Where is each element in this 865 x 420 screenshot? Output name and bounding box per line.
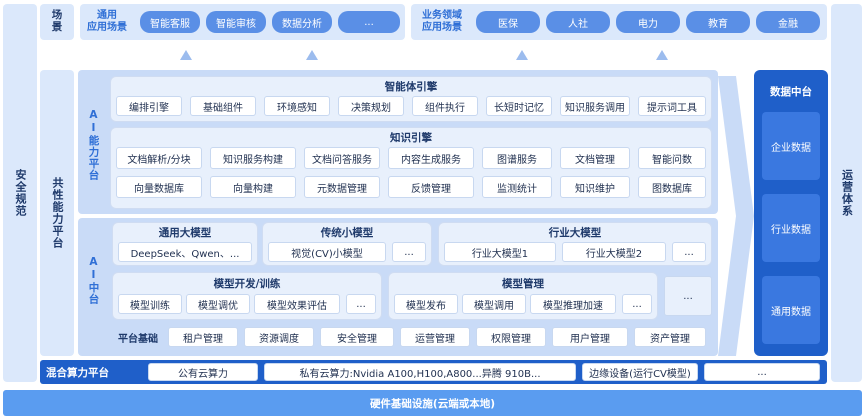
model-dev-title: 模型开发/训练: [213, 278, 281, 290]
compute-more[interactable]: ...: [704, 363, 820, 381]
industry-model-item[interactable]: 行业大模型2: [562, 242, 666, 262]
arrow-up-icon: [306, 50, 318, 60]
scene-item-power[interactable]: 电力: [616, 11, 680, 33]
general-model-item[interactable]: DeepSeek、Qwen、...: [118, 242, 252, 262]
agent-item[interactable]: 长短时记忆: [486, 96, 552, 116]
shared-platform-panel: [40, 70, 74, 356]
compute-item[interactable]: 私有云算力:Nvidia A100,H100,A800...异腾 910B...: [264, 363, 576, 381]
data-center-enterprise[interactable]: 企业数据: [762, 112, 820, 180]
small-model-more[interactable]: ...: [392, 242, 426, 262]
scene-item-social-security[interactable]: 人社: [546, 11, 610, 33]
model-dev-item[interactable]: 模型调优: [186, 294, 250, 314]
knowledge-item[interactable]: 智能问数: [638, 147, 706, 169]
agent-item[interactable]: 环境感知: [264, 96, 330, 116]
arrow-up-icon: [656, 50, 668, 60]
platform-base-item[interactable]: 安全管理: [320, 327, 394, 347]
hardware-bar: 硬件基础设施(云端或本地): [3, 390, 862, 416]
industry-scene-label: 业务领域 应用场景: [422, 10, 462, 33]
industry-model-more[interactable]: ...: [672, 242, 706, 262]
operations-panel: [831, 4, 862, 382]
knowledge-item[interactable]: 文档解析/分块: [116, 147, 202, 169]
knowledge-item[interactable]: 知识服务构建: [210, 147, 296, 169]
compute-item[interactable]: 公有云算力: [148, 363, 258, 381]
agent-engine-title: 智能体引擎: [384, 81, 438, 93]
platform-base-label: 平台基础: [118, 333, 158, 345]
security-label: 安全规范: [14, 169, 27, 217]
knowledge-item[interactable]: 图数据库: [638, 176, 706, 198]
model-mgmt-item[interactable]: 模型推理加速: [530, 294, 616, 314]
scene-item-smart-audit[interactable]: 智能审核: [206, 11, 266, 33]
model-mgmt-title: 模型管理: [502, 278, 544, 290]
knowledge-item[interactable]: 知识维护: [560, 176, 630, 198]
scene-item-data-analysis[interactable]: 数据分析: [272, 11, 332, 33]
platform-base-item[interactable]: 权限管理: [476, 327, 546, 347]
scene-item-education[interactable]: 教育: [686, 11, 750, 33]
industry-model-title: 行业大模型: [548, 227, 602, 239]
platform-base-item[interactable]: 租户管理: [168, 327, 238, 347]
agent-item[interactable]: 基础组件: [190, 96, 256, 116]
ai-center-label: AI中台: [87, 255, 100, 305]
knowledge-item[interactable]: 向量数据库: [116, 176, 202, 198]
general-model-title: 通用大模型: [158, 227, 212, 239]
knowledge-item[interactable]: 元数据管理: [304, 176, 380, 198]
agent-item[interactable]: 提示词工具: [638, 96, 706, 116]
knowledge-engine-title: 知识引擎: [390, 132, 432, 144]
scene-title-panel: [40, 4, 74, 40]
agent-item[interactable]: 知识服务调用: [560, 96, 630, 116]
scene-item-medical-insurance[interactable]: 医保: [476, 11, 540, 33]
knowledge-item[interactable]: 图谱服务: [482, 147, 552, 169]
shared-platform-label: 共性能力平台: [51, 177, 64, 249]
scene-title: 场景: [51, 9, 63, 33]
operations-label: 运营体系: [840, 169, 854, 217]
platform-base-item[interactable]: 资源调度: [244, 327, 314, 347]
model-mgmt-more[interactable]: ...: [622, 294, 652, 314]
agent-item[interactable]: 编排引擎: [116, 96, 182, 116]
arrow-up-icon: [180, 50, 192, 60]
knowledge-item[interactable]: 内容生成服务: [388, 147, 474, 169]
model-mgmt-item[interactable]: 模型发布: [394, 294, 458, 314]
security-panel: [3, 4, 37, 382]
knowledge-item[interactable]: 反馈管理: [388, 176, 474, 198]
knowledge-item[interactable]: 文档问答服务: [304, 147, 380, 169]
chevron-connector-icon: [718, 76, 754, 356]
ai-ability-label: AI能力平台: [87, 109, 100, 181]
scene-item-finance[interactable]: 金融: [756, 11, 820, 33]
agent-item[interactable]: 组件执行: [412, 96, 478, 116]
compute-label: 混合算力平台: [46, 366, 109, 379]
small-model-item[interactable]: 视觉(CV)小模型: [268, 242, 386, 262]
platform-base-item[interactable]: 运营管理: [400, 327, 470, 347]
data-center-title: 数据中台: [770, 86, 812, 98]
small-model-title: 传统小模型: [320, 227, 374, 239]
data-center-industry[interactable]: 行业数据: [762, 194, 820, 262]
model-dev-more[interactable]: ...: [346, 294, 376, 314]
scene-item-smart-service[interactable]: 智能客服: [140, 11, 200, 33]
ai-center-more[interactable]: ...: [664, 276, 712, 316]
knowledge-item[interactable]: 向量构建: [210, 176, 296, 198]
general-scene-label: 通用 应用场景: [87, 10, 127, 33]
model-dev-item[interactable]: 模型效果评估: [254, 294, 340, 314]
knowledge-item[interactable]: 文档管理: [560, 147, 630, 169]
data-center-general[interactable]: 通用数据: [762, 276, 820, 344]
arrow-up-icon: [516, 50, 528, 60]
agent-item[interactable]: 决策规划: [338, 96, 404, 116]
model-mgmt-item[interactable]: 模型调用: [462, 294, 526, 314]
model-dev-item[interactable]: 模型训练: [118, 294, 182, 314]
industry-model-item[interactable]: 行业大模型1: [444, 242, 556, 262]
platform-base-item[interactable]: 资产管理: [634, 327, 706, 347]
compute-item[interactable]: 边缘设备(运行CV模型): [582, 363, 698, 381]
platform-base-item[interactable]: 用户管理: [552, 327, 628, 347]
knowledge-item[interactable]: 监测统计: [482, 176, 552, 198]
scene-item-more[interactable]: ...: [338, 11, 400, 33]
